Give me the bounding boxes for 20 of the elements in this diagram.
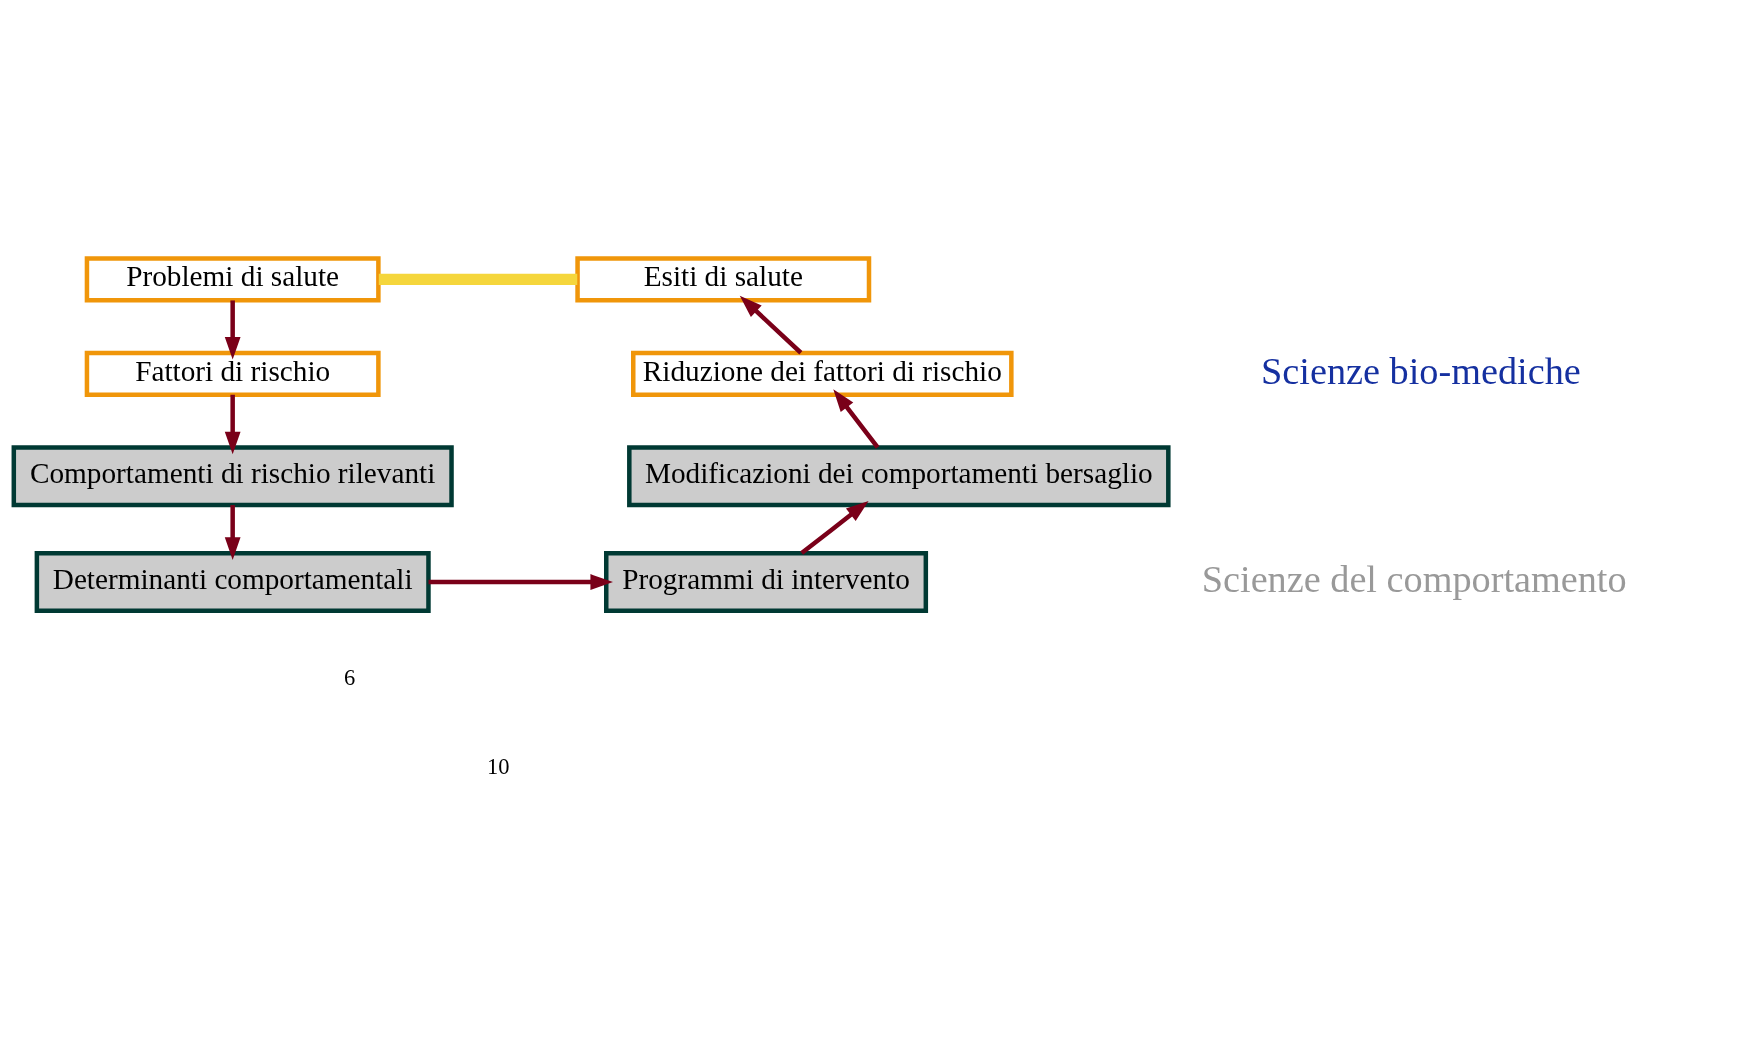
arrow [224,504,241,560]
node-box: Modificazioni dei comportamenti bersaglio [627,444,1171,507]
arrow [800,500,869,555]
label: Scienze bio-mediche [1261,349,1581,392]
node-box: Esiti di salute [575,255,872,302]
node-box: Problemi di salute [84,255,381,302]
node-box: Programmi di intervento [604,550,929,613]
connector [378,273,578,285]
arrow [224,394,241,454]
arrow [833,388,880,449]
arrow [739,295,803,354]
node-box: Fattori di rischio [84,350,381,397]
label: Scienze del comportamento [1201,557,1627,600]
node-box: Riduzione dei fattori di rischio [631,350,1014,397]
node-box: Comportamenti di rischio rilevanti [11,444,454,507]
label: 10 [486,753,510,779]
arrow [428,573,613,590]
label: 6 [344,664,356,690]
node-box: Determinanti comportamentali [34,550,431,613]
arrow [224,299,241,360]
